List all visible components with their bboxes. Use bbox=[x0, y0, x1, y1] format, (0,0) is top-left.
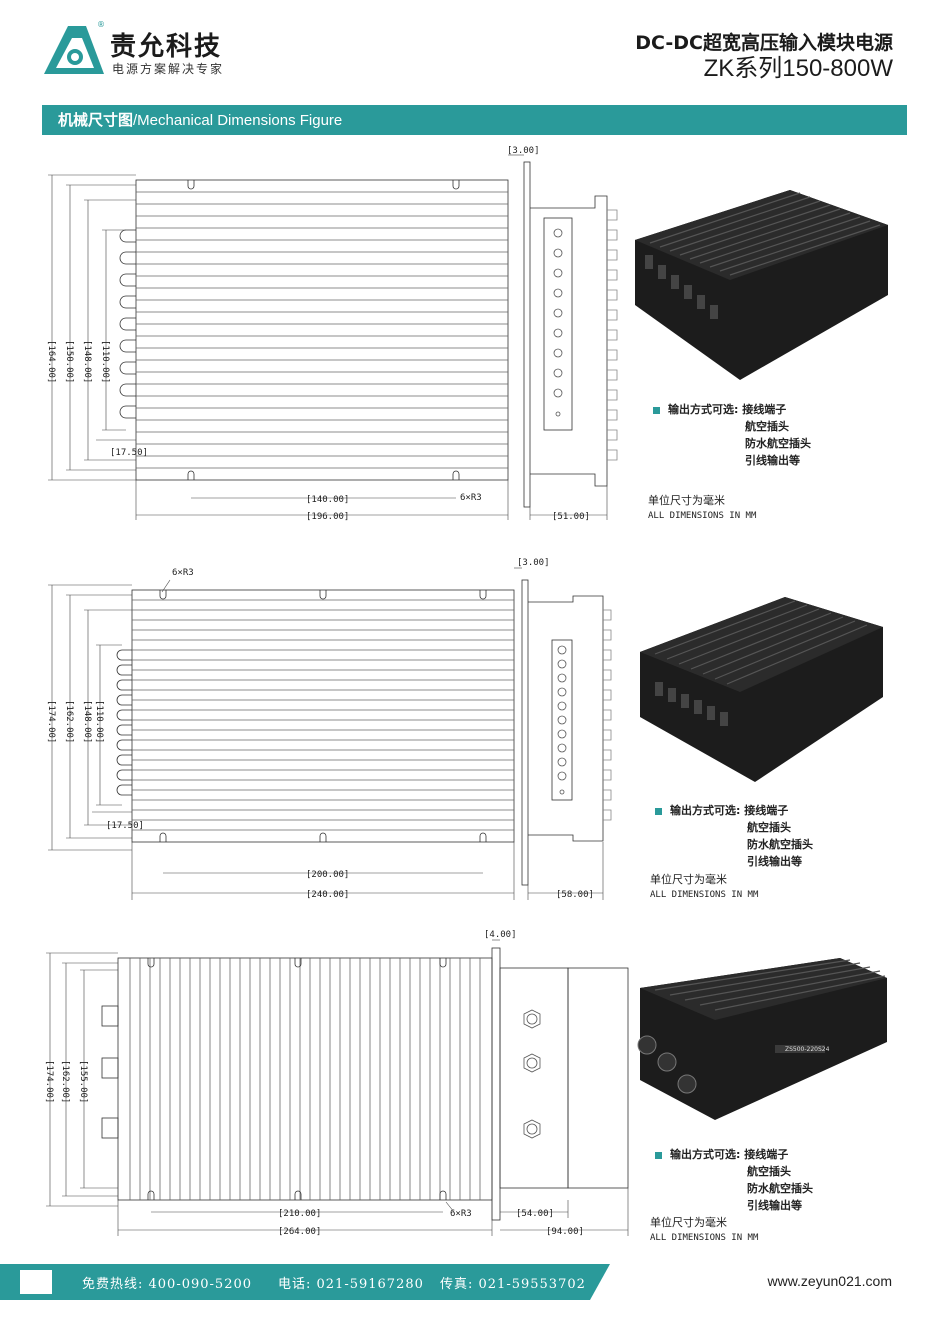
option-item: 航空插头 bbox=[745, 420, 789, 433]
option-item: 引线输出等 bbox=[745, 454, 800, 467]
dim-radius: 6×R3 bbox=[460, 493, 482, 503]
unit-note-en-3: ALL DIMENSIONS IN MM bbox=[650, 1233, 759, 1243]
dim-h3: [148.00] bbox=[82, 700, 92, 743]
output-options-3: 输出方式可选: 接线端子 航空插头 防水航空插头 引线输出等 bbox=[655, 1146, 813, 1214]
dimension-drawing-3: [174.00] [162.00] [155.00] [4.00] [210.0… bbox=[40, 928, 640, 1250]
side-terminals bbox=[119, 229, 136, 419]
option-item: 航空插头 bbox=[747, 821, 791, 834]
dim-h3: [148.00] bbox=[82, 340, 92, 383]
options-label: 输出方式可选: bbox=[668, 403, 739, 416]
option-item: 航空插头 bbox=[747, 1165, 791, 1178]
dim-small: [17.50] bbox=[110, 448, 148, 458]
options-label: 输出方式可选: bbox=[670, 804, 741, 817]
option-item: 防水航空插头 bbox=[745, 437, 811, 450]
unit-note-en-1: ALL DIMENSIONS IN MM bbox=[648, 511, 757, 521]
dim-depth: [94.00] bbox=[546, 1227, 584, 1237]
dim-h3: [155.00] bbox=[78, 1060, 88, 1103]
brand-slogan: 电源方案解决专家 bbox=[112, 62, 225, 76]
product-photo-1 bbox=[630, 185, 892, 385]
footer-bar bbox=[0, 1264, 610, 1300]
footer-phone: 电话: 021-59167280 bbox=[278, 1277, 424, 1292]
footer-hotline: 免费热线: 400-090-5200 bbox=[82, 1277, 253, 1292]
page-title: DC-DC超宽高压输入模块电源 bbox=[635, 32, 893, 54]
unit-note-cn-2: 单位尺寸为毫米 bbox=[650, 873, 727, 886]
dim-top-thick: [3.00] bbox=[517, 558, 550, 568]
dim-top-thick: [3.00] bbox=[507, 146, 540, 156]
option-item: 接线端子 bbox=[744, 1148, 789, 1161]
dim-h-outer: [164.00] bbox=[46, 340, 56, 383]
section-title-cn: 机械尺寸图 bbox=[58, 111, 134, 129]
product-photo-2 bbox=[635, 592, 887, 787]
option-item: 防水航空插头 bbox=[747, 1182, 813, 1195]
footer: 免费热线: 400-090-5200 电话: 021-59167280 传真: … bbox=[0, 1264, 935, 1300]
dim-h4: [110.00] bbox=[94, 700, 104, 743]
option-item: 接线端子 bbox=[742, 403, 787, 416]
footer-fax: 传真: 021-59553702 bbox=[440, 1277, 586, 1292]
dimension-drawing-2: [174.00] [162.00] [148.00] [110.00] [17.… bbox=[40, 550, 640, 910]
dim-w-outer: [240.00] bbox=[306, 890, 349, 900]
section-title-bar: 机械尺寸图/Mechanical Dimensions Figure bbox=[42, 105, 907, 135]
dim-w-inner: [200.00] bbox=[306, 870, 349, 880]
dim-h2: [150.00] bbox=[64, 340, 74, 383]
dim-h4: [110.00] bbox=[100, 340, 110, 383]
dim-top-thick: [4.00] bbox=[484, 930, 517, 940]
fins bbox=[136, 191, 508, 469]
output-options-2: 输出方式可选: 接线端子 航空插头 防水航空插头 引线输出等 bbox=[655, 802, 813, 870]
dim-radius: 6×R3 bbox=[450, 1209, 472, 1219]
unit-note-en-2: ALL DIMENSIONS IN MM bbox=[650, 890, 759, 900]
drawing-1-svg: [164.00] [150.00] [148.00] [110.00] [17.… bbox=[46, 146, 618, 522]
dim-w-inner: [210.00] bbox=[278, 1209, 321, 1219]
output-options-1: 输出方式可选: 接线端子 航空插头 防水航空插头 引线输出等 bbox=[653, 401, 811, 469]
dim-depth: [51.00] bbox=[552, 512, 590, 522]
drawing-2-svg: [174.00] [162.00] [148.00] [110.00] [17.… bbox=[46, 558, 612, 900]
product-photo-3: ZS500-220S24 bbox=[625, 950, 890, 1130]
dim-h-outer: [174.00] bbox=[44, 1060, 54, 1103]
dim-h2: [162.00] bbox=[60, 1060, 70, 1103]
option-item: 引线输出等 bbox=[747, 855, 802, 868]
dim-h-outer: [174.00] bbox=[46, 700, 56, 743]
dim-w-outer: [264.00] bbox=[278, 1227, 321, 1237]
unit-note-cn-1: 单位尺寸为毫米 bbox=[648, 494, 725, 507]
option-item: 接线端子 bbox=[744, 804, 789, 817]
registered-mark: ® bbox=[97, 20, 105, 29]
page-subtitle: ZK系列150-800W bbox=[703, 55, 893, 82]
dim-h2: [162.00] bbox=[64, 700, 74, 743]
section-title-en: /Mechanical Dimensions Figure bbox=[133, 112, 343, 129]
footer-website[interactable]: www.zeyun021.com bbox=[767, 1273, 892, 1289]
bullet-square bbox=[653, 406, 660, 414]
dim-depth-inner: [54.00] bbox=[516, 1209, 554, 1219]
dim-w-outer: [196.00] bbox=[306, 512, 349, 522]
brand-logo bbox=[44, 26, 104, 74]
dim-depth: [58.00] bbox=[556, 890, 594, 900]
brand-name: 责允科技 bbox=[110, 32, 223, 62]
drawing-3-svg: [174.00] [162.00] [155.00] [4.00] [210.0… bbox=[44, 930, 629, 1237]
product-label: ZS500-220S24 bbox=[785, 1046, 830, 1053]
options-label: 输出方式可选: bbox=[670, 1148, 741, 1161]
dim-small: [17.50] bbox=[106, 821, 144, 831]
dimension-drawing-1: [164.00] [150.00] [148.00] [110.00] [17.… bbox=[40, 140, 640, 530]
bullet-square bbox=[655, 807, 662, 815]
option-item: 防水航空插头 bbox=[747, 838, 813, 851]
header: 责允科技 ® 电源方案解决专家 DC-DC超宽高压输入模块电源 ZK系列150-… bbox=[0, 0, 935, 95]
dim-w-inner: [140.00] bbox=[306, 495, 349, 505]
dim-radius: 6×R3 bbox=[172, 568, 194, 578]
option-item: 引线输出等 bbox=[747, 1199, 802, 1212]
bullet-square bbox=[655, 1151, 662, 1159]
unit-note-cn-3: 单位尺寸为毫米 bbox=[650, 1216, 727, 1229]
